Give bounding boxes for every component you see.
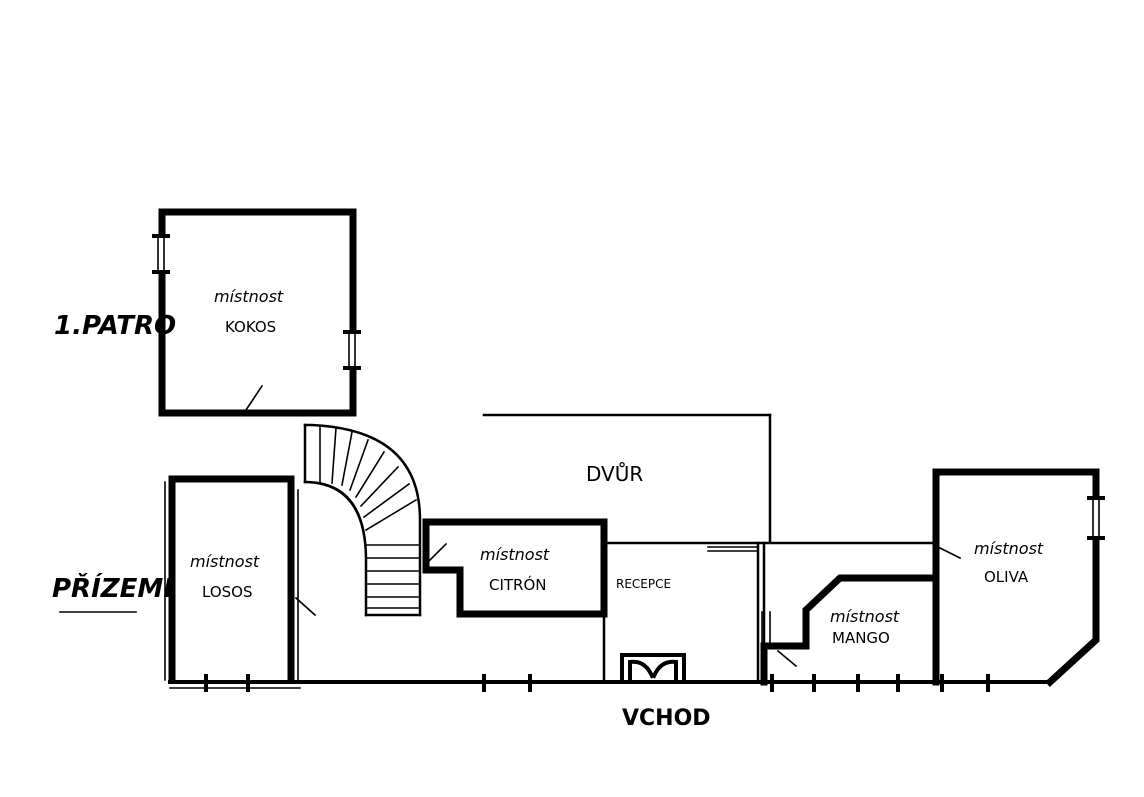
courtyard <box>482 413 936 552</box>
floor-label-ground: PŘÍZEMÍ <box>52 572 175 604</box>
mango-word: místnost <box>830 607 900 626</box>
reception-desk <box>620 653 686 684</box>
entrance-label: VCHOD <box>622 706 711 731</box>
losos-name: LOSOS <box>202 583 252 601</box>
courtyard-label: DVŮR <box>586 462 643 486</box>
front-wall <box>168 674 1052 692</box>
oliva-word: místnost <box>974 539 1044 558</box>
room-kokos <box>152 208 361 417</box>
staircase <box>303 423 422 617</box>
kokos-name: KOKOS <box>225 318 276 336</box>
reception-area <box>602 541 760 684</box>
reception-label: RECEPCE <box>616 577 671 591</box>
room-citron <box>422 518 608 618</box>
mango-name: MANGO <box>832 629 890 647</box>
citron-name: CITRÓN <box>489 575 547 594</box>
room-mango <box>760 541 938 686</box>
floor-label-first: 1.PATRO <box>54 311 176 341</box>
losos-word: místnost <box>190 552 260 571</box>
kokos-word: místnost <box>214 287 284 306</box>
room-oliva <box>932 468 1105 687</box>
room-losos <box>164 475 317 684</box>
oliva-name: OLIVA <box>984 568 1029 586</box>
citron-word: místnost <box>480 545 550 564</box>
